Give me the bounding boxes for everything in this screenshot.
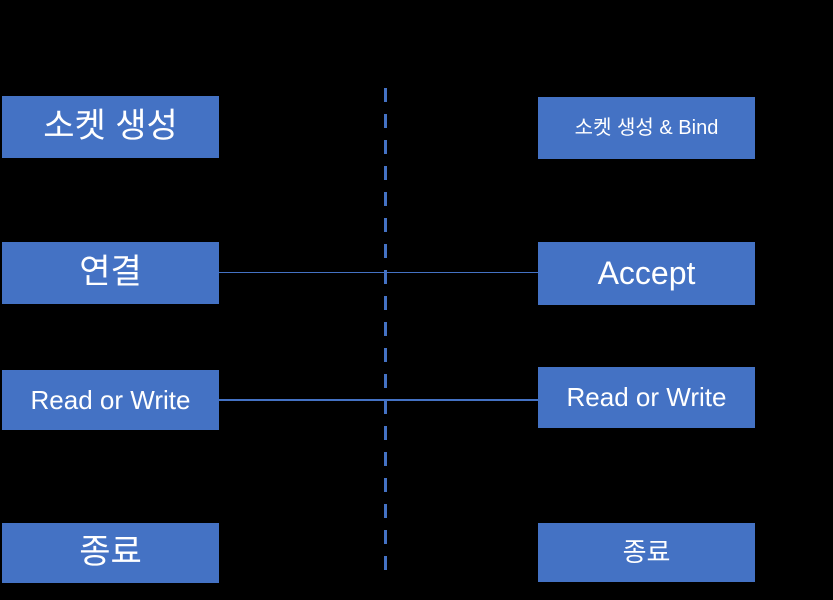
- read-write-connector-line: [219, 399, 538, 401]
- server-step-socket-create-bind-box: 소켓 생성 & Bind: [538, 97, 755, 159]
- client-step-read-write-box: Read or Write: [2, 370, 219, 430]
- connect-to-accept-connector-line: [219, 271, 538, 274]
- client-step-connect-box: 연결: [2, 242, 219, 304]
- client-server-divider-dashed-line: [384, 88, 387, 573]
- client-step-socket-create-box: 소켓 생성: [2, 96, 219, 158]
- server-step-close-box: 종료: [538, 523, 755, 582]
- client-step-close-box: 종료: [2, 523, 219, 583]
- server-step-read-write-box: Read or Write: [538, 367, 755, 428]
- server-step-accept-box: Accept: [538, 242, 755, 305]
